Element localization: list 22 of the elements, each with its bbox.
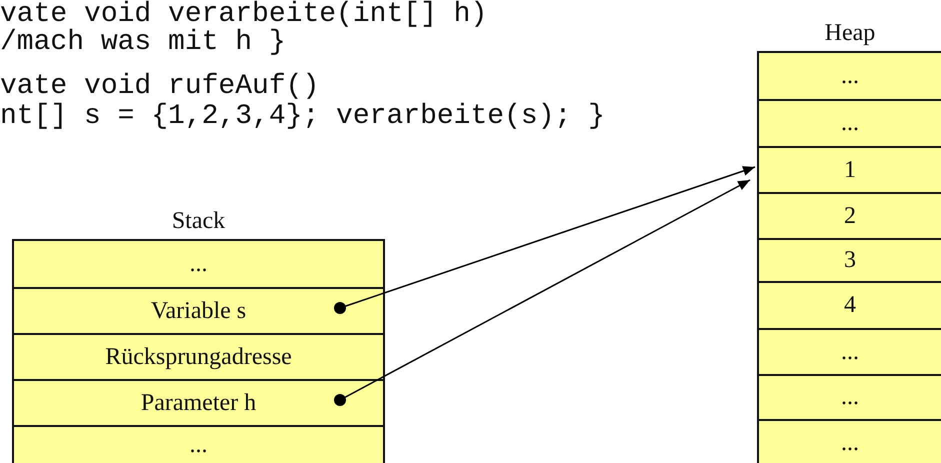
code-line: vate void verarbeite(int[] h) <box>0 0 488 30</box>
code-line: nt[] s = {1,2,3,4}; verarbeite(s); } <box>0 102 605 132</box>
pointer-arrow <box>334 179 750 406</box>
cell-text: 4 <box>844 292 856 319</box>
cell-text: Variable s <box>150 298 246 324</box>
cell-text: ... <box>841 62 859 90</box>
cell-text: ... <box>190 250 208 278</box>
cell-text: Rücksprungadresse <box>105 344 292 370</box>
cell-text: ... <box>841 110 859 137</box>
cell-text: ... <box>841 430 859 456</box>
column-heading: Stack <box>170 207 226 236</box>
cell-text: ... <box>841 338 859 366</box>
code-line: vate void rufeAuf() <box>0 72 320 102</box>
cell-text: 2 <box>844 202 856 230</box>
cell-text: 1 <box>844 156 856 184</box>
cell-text: ... <box>841 384 859 411</box>
column-heading: Heap <box>824 19 876 48</box>
cell-text: ... <box>190 432 208 458</box>
cell-text: 3 <box>844 247 856 274</box>
cell-text: Parameter h <box>140 390 256 416</box>
code-line: /mach was mit h } <box>0 28 286 58</box>
pointer-arrow <box>334 166 756 314</box>
